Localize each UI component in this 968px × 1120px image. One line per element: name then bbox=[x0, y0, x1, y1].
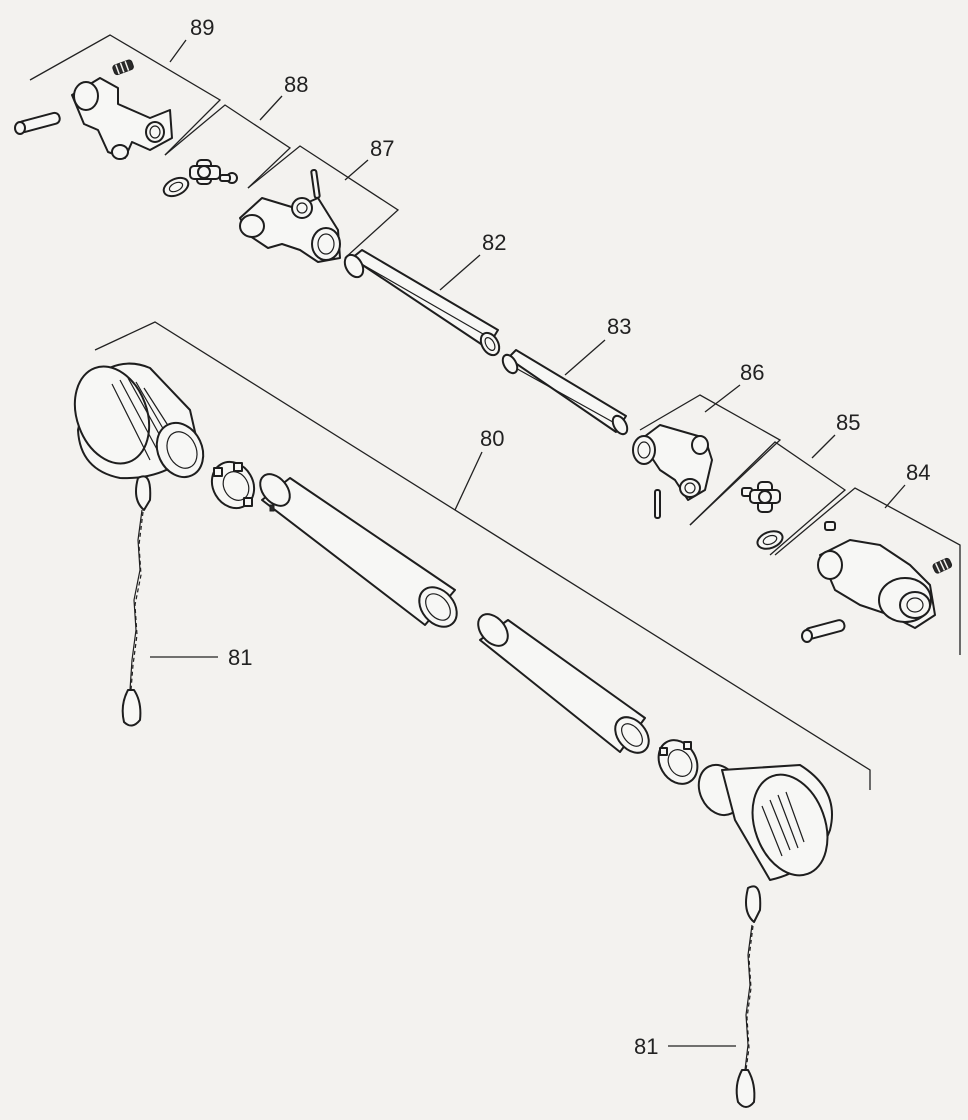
callout-87: 87 bbox=[370, 136, 394, 161]
part-84-yoke-assembly bbox=[801, 521, 953, 643]
part-80-guard-tube-left bbox=[259, 473, 458, 628]
part-80-guard-cone-right bbox=[697, 763, 833, 881]
callout-81-right: 81 bbox=[634, 1034, 658, 1059]
callout-82: 82 bbox=[482, 230, 506, 255]
part-85-cross-kit bbox=[741, 481, 784, 550]
part-80-guard-tube-right bbox=[477, 613, 650, 754]
callout-85: 85 bbox=[836, 410, 860, 435]
callout-81-left: 81 bbox=[228, 645, 252, 670]
callout-88: 88 bbox=[284, 72, 308, 97]
part-86-inner-yoke bbox=[632, 424, 713, 519]
callout-83: 83 bbox=[607, 314, 631, 339]
callout-86: 86 bbox=[740, 360, 764, 385]
callout-84: 84 bbox=[906, 460, 930, 485]
group-frame-lines bbox=[29, 34, 961, 790]
part-83-inner-tube bbox=[501, 349, 629, 436]
part-81-safety-chain-right bbox=[735, 885, 762, 1108]
part-82-outer-tube bbox=[343, 249, 501, 357]
part-80-bearing-ring-right bbox=[657, 739, 699, 785]
part-80-guard-cone-left bbox=[73, 362, 205, 480]
callout-89: 89 bbox=[190, 15, 214, 40]
callout-labels: 89 88 87 82 83 86 85 84 80 81 81 bbox=[190, 15, 930, 1059]
leader-lines bbox=[150, 39, 906, 1047]
part-80-bearing-ring-left bbox=[210, 460, 256, 510]
callout-80: 80 bbox=[480, 426, 504, 451]
part-89-yoke-assembly bbox=[14, 59, 173, 160]
part-88-cross-kit bbox=[162, 159, 238, 198]
part-87-inner-yoke bbox=[239, 168, 341, 263]
part-81-safety-chain-left bbox=[121, 475, 152, 727]
